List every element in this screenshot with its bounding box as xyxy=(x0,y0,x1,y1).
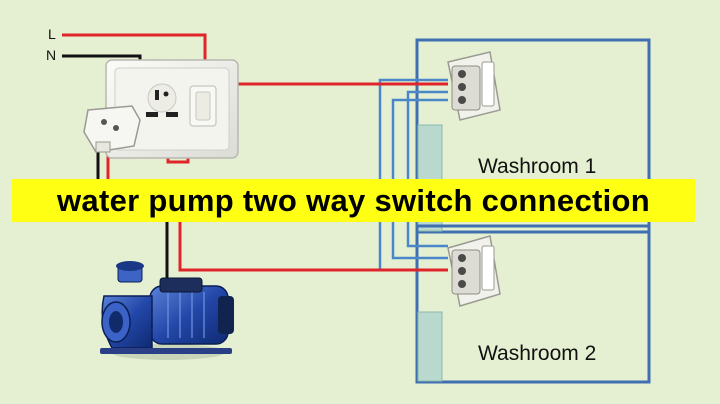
washroom-2-box xyxy=(415,224,651,384)
washroom-1-label: Washroom 1 xyxy=(478,155,597,178)
neutral-label: N xyxy=(46,47,57,63)
washroom-2-label: Washroom 2 xyxy=(478,342,597,365)
wall-tile xyxy=(417,311,443,382)
socket-board-icon xyxy=(105,59,239,159)
live-label: L xyxy=(48,26,56,42)
plug-icon xyxy=(83,105,141,153)
two-way-switch-icon xyxy=(447,51,501,121)
water-pump-icon xyxy=(100,261,234,360)
two-way-switch-icon xyxy=(447,235,501,307)
title-banner: water pump two way switch connection xyxy=(12,179,695,222)
diagram-title: water pump two way switch connection xyxy=(57,182,650,218)
